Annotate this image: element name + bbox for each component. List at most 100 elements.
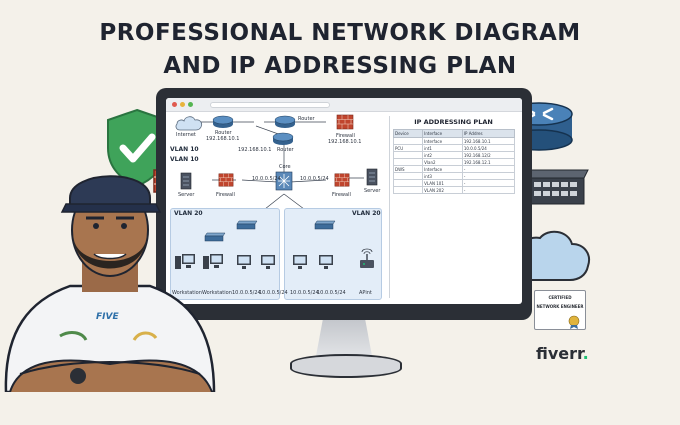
ip-plan-panel: IP ADDRESSING PLAN Device Interface IP A… <box>389 116 517 298</box>
ws1-label: Workstation <box>172 290 202 296</box>
pc-icon-6 <box>319 255 333 269</box>
certificate-line-1: CERTIFIED <box>548 295 572 300</box>
router-right-label: Router <box>298 116 315 122</box>
table-row: VLAN 202- <box>392 186 516 194</box>
firewall-right-label: Firewall <box>332 192 351 198</box>
ws4-label: 10.0.0.5/24 <box>259 290 288 296</box>
table-cell <box>392 151 424 159</box>
table-cell: 192.168.12/2 <box>461 151 516 159</box>
maximize-dot-icon <box>188 102 193 107</box>
col-interface: Interface <box>422 129 463 138</box>
firewall-top-label: Firewall <box>336 133 355 139</box>
address-bar[interactable] <box>210 101 330 108</box>
router-mid-icon <box>272 132 294 145</box>
pc-icon-4 <box>261 255 275 269</box>
monitor: Internet Router 192.168.10.1 Router Rout… <box>156 88 532 330</box>
shirt-logo-text: FIVE <box>96 312 119 322</box>
table-cell: - <box>461 165 516 173</box>
minimize-dot-icon <box>180 102 185 107</box>
core-ip-left: 10.0.0.5/24 <box>252 176 281 182</box>
table-cell: 10.0.0.5/24 <box>461 144 516 152</box>
table-cell: VLAN 101 <box>422 179 463 187</box>
headline-line-1: PROFESSIONAL NETWORK DIAGRAM <box>99 20 581 46</box>
table-cell <box>392 172 424 180</box>
core-switch-icon <box>275 171 293 191</box>
table-cell: PCU <box>392 144 424 152</box>
table-cell: Interface <box>422 137 463 145</box>
monitor-screen: Internet Router 192.168.10.1 Router Rout… <box>166 98 522 304</box>
table-cell: - <box>461 172 516 180</box>
certificate-line-2: NETWORK ENGINEER <box>536 304 584 309</box>
access-switch-left-icon <box>236 220 258 230</box>
firewall-left-icon <box>218 173 234 187</box>
router-left-icon <box>212 115 234 128</box>
monitor-neck <box>316 320 372 356</box>
router-left-ip: 192.168.10.1 <box>206 136 240 142</box>
table-cell: - <box>461 186 516 194</box>
ws5-label: 10.0.0.5/24 <box>290 290 319 296</box>
vlan20-label-left: VLAN 20 <box>174 210 203 217</box>
col-device: Device <box>392 129 424 138</box>
table-cell: DWS <box>392 165 424 173</box>
fiverr-logo: fiverr. <box>536 344 589 363</box>
ip-plan-header-row: Device Interface IP Addres <box>392 129 516 138</box>
ws6-label: 10.0.0.5/24 <box>317 290 346 296</box>
person-illustration <box>4 175 216 392</box>
fiverr-dot: . <box>582 344 589 363</box>
table-cell: int1 <box>422 144 463 152</box>
core-ip-right: 10.0.0.5/24 <box>300 176 329 182</box>
router-left-label: Router <box>215 130 232 136</box>
ap-label: APint <box>359 290 372 296</box>
table-cell: Interface <box>422 165 463 173</box>
firewall-top-ip: 192.168.10.1 <box>328 139 362 145</box>
headline-line-2: AND IP ADDRESSING PLAN <box>163 53 517 79</box>
monitor-base <box>290 354 402 378</box>
server-right-label: Server <box>364 188 381 194</box>
table-cell <box>392 158 424 166</box>
table-row: int3- <box>392 172 516 180</box>
table-cell: - <box>461 179 516 187</box>
table-cell: int3 <box>422 172 463 180</box>
close-dot-icon <box>172 102 177 107</box>
access-switch-right-icon <box>314 220 336 230</box>
access-point-icon <box>360 248 374 268</box>
pc-icon-5 <box>293 255 307 269</box>
firewall-right-icon <box>334 173 350 187</box>
col-ip: IP Addres <box>461 129 516 138</box>
table-cell <box>392 186 424 194</box>
table-cell <box>392 137 424 145</box>
firewall-left-label: Firewall <box>216 192 235 198</box>
vlan10-label-a: VLAN 10 <box>170 146 199 153</box>
access-switch-mid-icon <box>204 232 226 242</box>
router-right-icon <box>274 115 296 128</box>
browser-toolbar <box>166 98 522 112</box>
ip-plan-title: IP ADDRESSING PLAN <box>414 118 493 126</box>
pc-icon-3 <box>237 255 251 269</box>
router-mid-ip: 192.168.10.1 <box>238 147 272 153</box>
ws2-label: Workstation <box>202 290 232 296</box>
certificate-card: CERTIFIED NETWORK ENGINEER <box>534 290 586 330</box>
table-cell: 192.168.12.1 <box>461 158 516 166</box>
network-diagram: Internet Router 192.168.10.1 Router Rout… <box>166 112 388 304</box>
certificate-icon <box>568 315 580 329</box>
workstation-icon-1 <box>175 254 195 269</box>
table-cell: VLAN 202 <box>422 186 463 194</box>
vlan20-label-right: VLAN 20 <box>352 210 381 217</box>
vlan10-label-b: VLAN 10 <box>170 156 199 163</box>
server-right-icon <box>366 168 378 186</box>
internet-label: Internet <box>176 132 196 138</box>
ws3-label: 10.0.0.5/24 <box>232 290 261 296</box>
internet-cloud-icon <box>175 116 203 131</box>
table-cell: 192.168.10.1 <box>461 137 516 145</box>
table-cell <box>392 179 424 187</box>
server-left-label: Server <box>178 192 195 198</box>
router-mid-label: Router <box>277 147 294 153</box>
workstation-icon-2 <box>203 254 223 269</box>
server-left-icon <box>180 172 192 190</box>
fiverr-text: fiverr <box>536 344 583 363</box>
